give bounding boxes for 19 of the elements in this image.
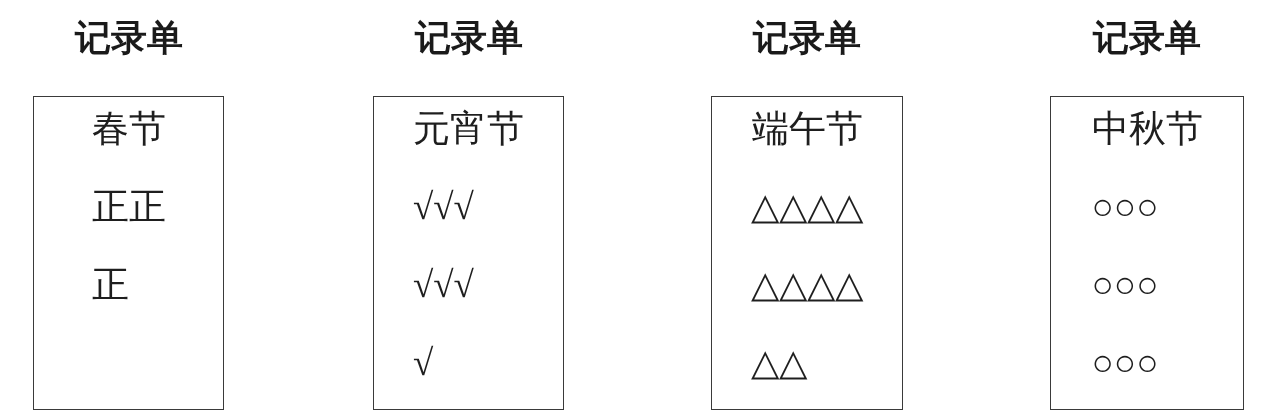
festival-name: 中秋节 (1091, 108, 1203, 150)
festival-name: 元宵节 (413, 108, 524, 150)
tally-marks: ○○○ (1091, 264, 1159, 306)
tally-marks: √√√ (413, 264, 474, 306)
card-heading: 记录单 (414, 17, 523, 59)
tally-marks: △△△△ (751, 186, 863, 228)
tally-marks: △△△△ (751, 264, 863, 306)
card-heading: 记录单 (74, 17, 183, 59)
festival-name: 春节 (91, 108, 166, 150)
tally-marks: 正 (91, 264, 129, 306)
tally-marks: ○○○ (1091, 342, 1159, 384)
tally-marks: √√√ (413, 186, 474, 228)
tally-marks: △△ (751, 342, 807, 384)
card-heading: 记录单 (1093, 17, 1201, 59)
tally-marks: 正正 (91, 186, 166, 228)
tally-marks: √ (413, 342, 434, 384)
festival-name: 端午节 (751, 108, 863, 150)
card-heading: 记录单 (753, 17, 861, 59)
tally-marks: ○○○ (1091, 186, 1159, 228)
